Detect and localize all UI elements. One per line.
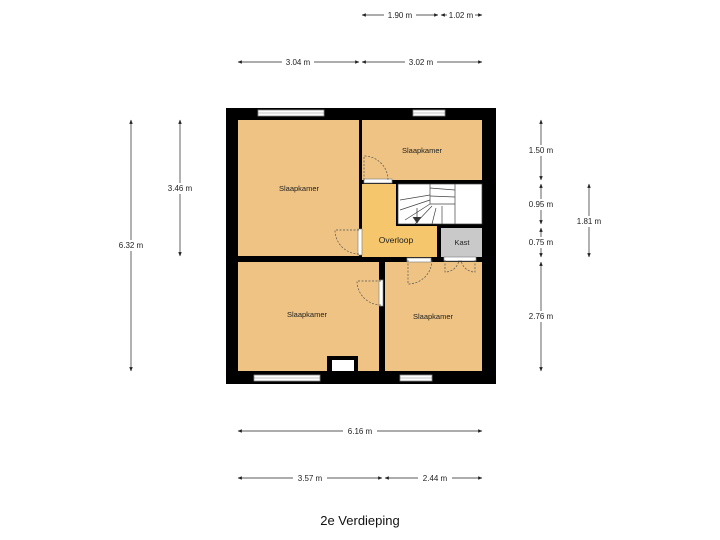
dim-height-total: 6.32 m [119,241,144,250]
staircase [397,183,483,225]
floor-title: 2e Verdieping [320,513,400,528]
dimension-labels: 1.90 m 1.02 m 3.04 m 3.02 m 6.32 m 3.46 … [119,11,602,483]
dim-width-left-bottom: 3.57 m [298,474,323,483]
dim-height-left-top: 3.46 m [168,184,193,193]
dim-top-a: 1.90 m [388,11,413,20]
room-label-landing: Overloop [379,235,414,245]
window-mullions [254,112,445,379]
dim-width-total: 6.16 m [348,427,373,436]
room-label-bedroom-bottom-right: Slaapkamer [413,312,454,321]
room-label-bedroom-bottom-left: Slaapkamer [287,310,328,319]
room-label-bedroom-top-left: Slaapkamer [279,184,320,193]
bedroom-top-right-area [362,120,482,180]
bedroom-bottom-left-area [238,262,379,371]
room-labels: Slaapkamer Slaapkamer Overloop Kast Slaa… [279,146,470,321]
dimension-label-backgrounds [116,10,605,483]
dim-right-d: 2.76 m [529,312,554,321]
landing-area-lower [362,226,437,257]
dim-width-left-top: 3.04 m [286,58,311,67]
dim-right-c: 0.75 m [529,238,554,247]
doors [334,155,477,307]
room-label-closet: Kast [454,238,470,247]
landing-area [362,184,396,228]
bedroom-top-left-area [238,120,359,256]
dim-width-right-top: 3.02 m [409,58,434,67]
dim-top-b: 1.02 m [449,11,474,20]
dim-width-right-bottom: 2.44 m [423,474,448,483]
bedroom-bottom-right-area [385,262,482,371]
dim-right-outer: 1.81 m [577,217,602,226]
room-fills [238,120,482,371]
dim-right-a: 1.50 m [529,146,554,155]
room-label-bedroom-top-right: Slaapkamer [402,146,443,155]
closet-area [441,228,482,257]
wall-details [327,356,358,372]
dim-right-b: 0.95 m [529,200,554,209]
